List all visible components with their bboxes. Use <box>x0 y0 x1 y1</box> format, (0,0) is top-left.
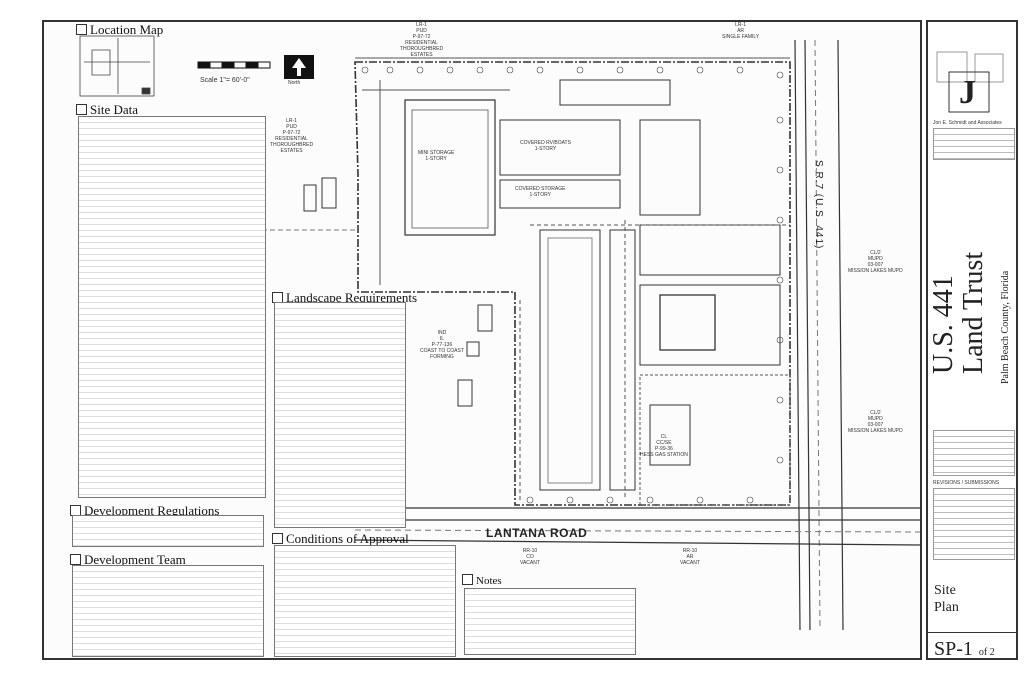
sheet-number: SP-1 of 2 <box>934 638 995 661</box>
label-covered-storage: COVERED STORAGE 1-STORY <box>515 186 566 198</box>
dev-team-heading: Development Team <box>70 552 186 568</box>
sheet-title-2: Plan <box>934 600 959 615</box>
firm-logo-icon <box>936 51 1004 113</box>
firm-details <box>933 128 1015 160</box>
outbuilding <box>466 341 480 357</box>
site-data-table <box>78 116 266 498</box>
dev-regulations-table <box>72 515 264 547</box>
label-mini-storage: MINI STORAGE 1-STORY <box>418 150 455 162</box>
sheet-of: of 2 <box>978 647 995 658</box>
north-label: North <box>288 80 301 86</box>
site-data-heading: Site Data <box>76 102 138 118</box>
parcel-west: LR-1 PUD P-97-72 RESIDENTIAL THOROUGHBRE… <box>270 118 314 154</box>
outbuilding <box>457 379 473 407</box>
property-boundary <box>354 61 791 506</box>
dev-team-table <box>72 565 264 657</box>
location-map-heading: Location Map <box>76 22 163 38</box>
outbuilding <box>477 304 493 332</box>
dev-regulations-heading: Development Regulations <box>70 503 219 519</box>
project-location: Palm Beach County, Florida <box>1000 270 1011 384</box>
parcel-cl2-upper: CL/2 MUPD 03-007 MISSION LAKES MUPD <box>848 250 903 274</box>
building-covered-rv <box>499 119 621 176</box>
firm-name: Jon E. Schmidt and Associates <box>933 120 1002 126</box>
sheet-title-1: Site <box>934 583 956 598</box>
parcel-ind: IND IL P-77-136 COAST TO COAST FORMING <box>420 330 464 360</box>
parcel-north: LR-1 PUD P-97-72 RESIDENTIAL THOROUGHBRE… <box>400 22 444 58</box>
parcel-ne: LR-1 AR SINGLE FAMILY <box>722 22 760 40</box>
logo-letter: J <box>959 74 976 111</box>
outbuilding <box>303 184 317 212</box>
sheet-no: SP-1 <box>934 638 973 660</box>
scale-label: Scale 1"= 60'-0" <box>200 77 250 84</box>
revisions-heading: REVISIONS / SUBMISSIONS <box>933 480 1000 486</box>
conditions-table <box>274 545 456 657</box>
sheet-number-divider <box>928 632 1016 633</box>
landscape-table <box>274 302 406 528</box>
building-mini-storage <box>404 99 496 236</box>
notes-table <box>464 588 636 655</box>
building-covered-storage <box>499 179 621 209</box>
parcel-cl2-lower: CL/2 MUPD 03-007 MISSION LAKES MUPD <box>848 410 903 434</box>
lantana-road-label: LANTANA ROAD <box>486 526 588 540</box>
parcel-gas-station: CL CC/SE P-99-36 HESS GAS STATION <box>640 434 688 458</box>
location-map-graphic <box>79 35 155 97</box>
sr7-label: S.R.7 (U.S. 441) <box>813 160 824 250</box>
project-info <box>933 430 1015 476</box>
notes-heading: Notes <box>462 574 502 587</box>
project-line1: U.S. 441 <box>928 275 959 374</box>
parcel-rr10-right: RR-10 AR VACANT <box>680 548 700 566</box>
label-covered-rv: COVERED RV/BOATS 1-STORY <box>520 140 571 152</box>
revisions-list <box>933 488 1015 560</box>
north-arrow-icon <box>284 55 314 79</box>
outbuilding <box>321 177 337 209</box>
conditions-heading: Conditions of Approval <box>272 531 409 547</box>
firm-logo: J <box>935 50 1007 114</box>
scale-bar <box>197 61 271 69</box>
project-line2: Land Trust <box>958 251 989 374</box>
parcel-rr10-left: RR-10 CO VACANT <box>520 548 540 566</box>
